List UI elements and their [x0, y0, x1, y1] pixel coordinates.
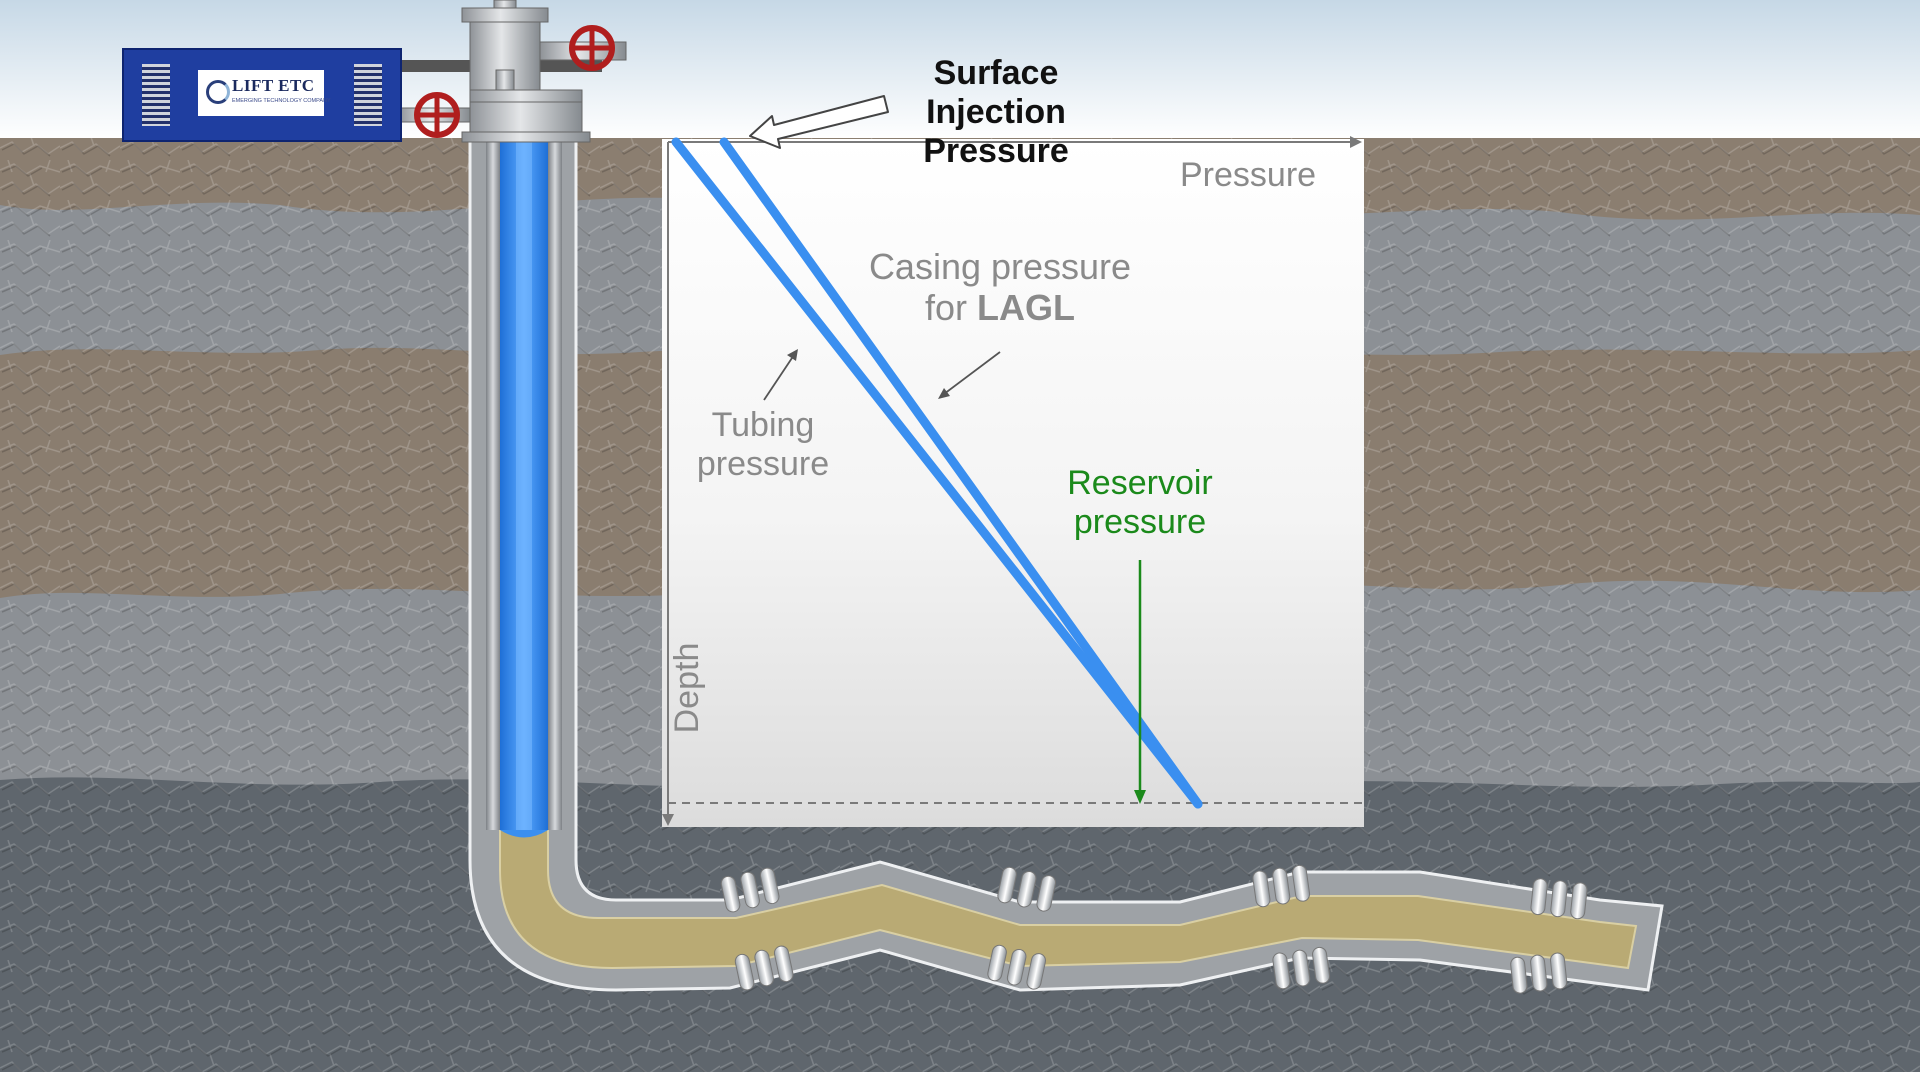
compressor-unit: LIFT ETC EMERGING TECHNOLOGY COMPANY: [122, 48, 402, 142]
tubing-annotation-arrow: [763, 349, 798, 401]
reservoir-label-line-1: Reservoir: [1067, 464, 1213, 502]
depth-axis: [662, 142, 674, 826]
reservoir-pressure-label: Reservoir pressure: [1050, 464, 1230, 542]
surface-injection-line-1: Surface: [933, 54, 1059, 92]
logo-ring-icon: [206, 80, 230, 104]
vent-grille: [142, 64, 170, 126]
centralizers: [720, 864, 1588, 994]
surface-injection-line-3: Pressure: [923, 132, 1069, 171]
lift-etc-logo-icon: LIFT ETC EMERGING TECHNOLOGY COMPANY: [198, 70, 331, 116]
logo-name: LIFT ETC: [232, 76, 315, 95]
pressure-axis: [668, 136, 1362, 148]
casing-label-bold: LAGL: [977, 287, 1075, 329]
logo-tagline: EMERGING TECHNOLOGY COMPANY: [232, 98, 331, 104]
casing-label-prefix: for: [925, 287, 978, 329]
reservoir-label-line-2: pressure: [1073, 503, 1207, 542]
vent-grille: [354, 64, 382, 126]
tubing-pressure-line: [671, 137, 1203, 809]
tubing-label-line-2: pressure: [696, 445, 830, 484]
pressure-axis-label: Pressure: [1180, 156, 1317, 194]
surface-injection-line-2: Injection: [926, 93, 1066, 132]
valve-wheel-icon: [569, 25, 615, 71]
surface-injection-arrow: [749, 95, 889, 149]
valve-wheel-icon: [414, 92, 460, 138]
surface-injection-label: Surface Injection Pressure: [905, 54, 1087, 171]
casing-pressure-label: Casing pressure for LAGL: [840, 246, 1160, 329]
casing-label-line-2: for LAGL: [840, 287, 1160, 328]
reservoir-pressure-arrow: [1134, 560, 1146, 804]
casing-pressure-line: [719, 137, 1203, 809]
casing-annotation-arrow: [938, 351, 1001, 399]
chart-panel: [662, 139, 1364, 827]
tubing-label-line-1: Tubing: [711, 406, 815, 444]
depth-axis-label: Depth: [668, 642, 706, 734]
casing-label-line-1: Casing pressure: [868, 246, 1132, 287]
wellhead: [396, 0, 627, 143]
tubing-pressure-label: Tubing pressure: [688, 406, 838, 484]
